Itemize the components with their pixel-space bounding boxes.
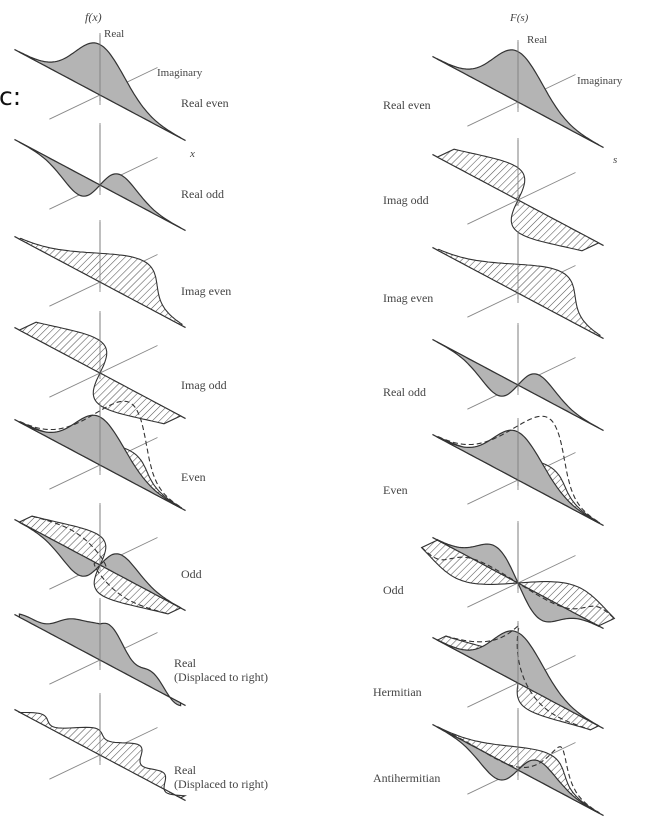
right-panel-label-5: Even <box>383 483 408 497</box>
imaginary-part-surface <box>436 248 602 337</box>
complex-curve <box>19 400 182 508</box>
left-sketch-2 <box>14 123 186 232</box>
complex-curve <box>437 726 600 814</box>
left-header-fx: f(x) <box>85 10 102 24</box>
right-sketch-6 <box>420 521 616 630</box>
right-panel-label-1: Real even <box>383 98 431 112</box>
right-sketch-8 <box>432 708 604 817</box>
right-sketch-2 <box>432 138 604 252</box>
left-axis-real-label: Real <box>104 28 125 40</box>
complex-curve <box>437 415 600 523</box>
right-axis-real-label: Real <box>527 34 548 46</box>
right-panel-label-3: Imag even <box>383 291 434 305</box>
left-sketch-5 <box>14 400 186 512</box>
left-panel-label-1: Real even <box>181 96 229 110</box>
left-axis-imaginary-label: Imaginary <box>157 67 203 79</box>
imaginary-axis <box>467 555 576 608</box>
left-panel-label-5: Even <box>181 470 206 484</box>
right-sketch-7 <box>432 621 604 731</box>
right-panel-label-6: Odd <box>383 583 404 597</box>
left-sketch-1 <box>14 33 186 142</box>
right-sketch-1 <box>432 40 604 149</box>
left-panel-label-2: Real odd <box>181 187 224 201</box>
left-axis-x-label: x <box>190 148 195 160</box>
left-panel-label-6: Odd <box>181 567 202 581</box>
left-sketch-7 <box>14 598 186 707</box>
right-header-Fs: F(s) <box>510 12 529 24</box>
imaginary-axis <box>49 345 158 398</box>
left-sketch-3 <box>14 220 186 329</box>
right-sketch-3 <box>432 231 604 340</box>
right-panel-label-7: Hermitian <box>373 685 422 699</box>
cropped-text-fragment: ic: <box>0 82 22 111</box>
left-panel-label-7: Real (Displaced to right) <box>174 656 268 684</box>
left-panel-label-4: Imag odd <box>181 378 227 392</box>
imaginary-axis <box>467 172 576 225</box>
left-sketch-8 <box>14 693 188 802</box>
right-axis-s-label: s <box>613 154 618 166</box>
right-panel-label-4: Real odd <box>383 385 426 399</box>
right-sketch-4 <box>432 323 604 432</box>
right-sketch-5 <box>432 415 604 527</box>
right-axis-imaginary-label: Imaginary <box>577 75 623 87</box>
right-panel-label-8: Antihermitian <box>373 771 441 785</box>
imaginary-part-surface <box>18 237 184 326</box>
right-panel-label-2: Imag odd <box>383 193 429 207</box>
left-panel-label-8: Real (Displaced to right) <box>174 763 268 791</box>
left-panel-label-3: Imag even <box>181 284 232 298</box>
imaginary-part-surface <box>18 711 188 799</box>
left-sketch-6 <box>14 503 186 615</box>
left-sketch-4 <box>14 311 186 425</box>
